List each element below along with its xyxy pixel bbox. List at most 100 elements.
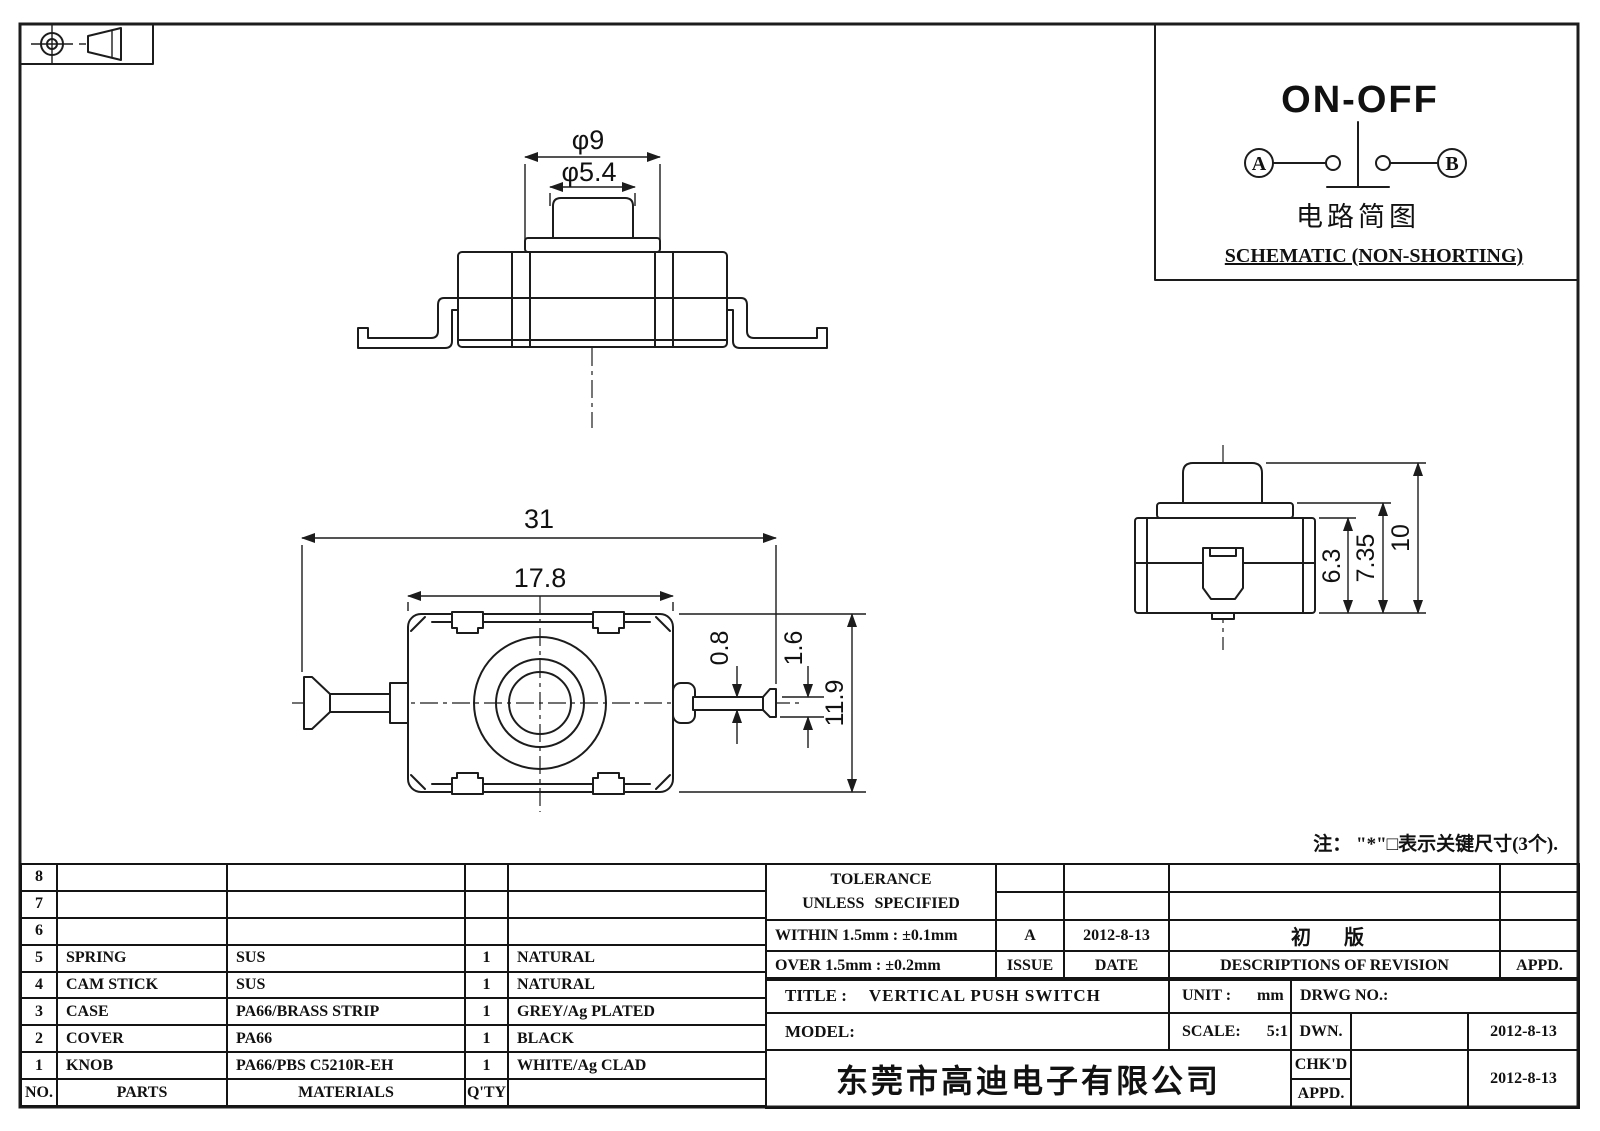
drwg-no-cell: DRWG NO.: bbox=[1289, 977, 1581, 1014]
collar-side bbox=[1156, 502, 1294, 519]
table-row: 1 KNOB PA66/PBS C5210R-EH 1 WHITE/Ag CLA… bbox=[20, 1051, 767, 1080]
parts-material-4: SUS bbox=[226, 970, 466, 1000]
notch-bottom-right bbox=[592, 772, 625, 795]
parts-material-6 bbox=[226, 916, 466, 946]
knob-side bbox=[1182, 462, 1263, 504]
parts-material-8 bbox=[226, 863, 466, 892]
dim-31: 31 bbox=[524, 504, 554, 534]
parts-material-7 bbox=[226, 889, 466, 919]
company-name: 东莞市高迪电子有限公司 bbox=[765, 1049, 1292, 1109]
collar-front bbox=[524, 237, 661, 253]
table-row: 2 COVER PA66 1 BLACK bbox=[20, 1024, 767, 1054]
contact-right-icon bbox=[1375, 155, 1391, 171]
parts-part-2: COVER bbox=[56, 1024, 228, 1054]
plan-view: 31 17.8 0.8 1.6 bbox=[292, 504, 866, 812]
notch-bottom-left bbox=[451, 772, 484, 795]
parts-qty-3: 1 bbox=[464, 997, 509, 1027]
parts-finish-2: BLACK bbox=[507, 1024, 767, 1054]
scale-cell: SCALE:5:1 bbox=[1168, 1012, 1292, 1051]
lead-left-shaft bbox=[329, 693, 391, 713]
parts-no-2: 2 bbox=[20, 1024, 58, 1054]
dim-phi5-4: φ5.4 bbox=[561, 157, 616, 187]
table-row: 5 SPRING SUS 1 NATURAL bbox=[20, 943, 767, 973]
dim-6-3: 6.3 bbox=[1318, 549, 1346, 584]
header-parts: PARTS bbox=[56, 1078, 228, 1107]
parts-finish-1: WHITE/Ag CLAD bbox=[507, 1051, 767, 1080]
parts-table: 8 7 6 5 SPRING SUS 1 NATURAL bbox=[20, 863, 767, 1107]
lead-left-paddle bbox=[303, 676, 331, 730]
tolerance-line1: TOLERANCE bbox=[830, 871, 932, 888]
schematic-title: ON-OFF bbox=[1281, 79, 1439, 121]
unit-cell: UNIT : mm bbox=[1168, 977, 1292, 1014]
revision-date-value: 2012-8-13 bbox=[1063, 919, 1170, 952]
parts-no-4: 4 bbox=[20, 970, 58, 1000]
parts-no-7: 7 bbox=[20, 889, 58, 919]
schematic-box: ON-OFF A B 电路简图 SCHEMATIC (NON-SHORTING) bbox=[1154, 23, 1579, 281]
dwn-date: 2012-8-13 bbox=[1466, 1012, 1581, 1051]
table-row: 7 bbox=[20, 889, 767, 919]
parts-qty-7 bbox=[464, 889, 509, 919]
table-row: 3 CASE PA66/BRASS STRIP 1 GREY/Ag PLATED bbox=[20, 997, 767, 1027]
terminal-a-label: A bbox=[1252, 153, 1267, 175]
unit-label: UNIT : bbox=[1182, 986, 1232, 1004]
parts-part-1: KNOB bbox=[56, 1051, 228, 1080]
unit-value: mm bbox=[1257, 986, 1284, 1004]
header-no: NO. bbox=[20, 1078, 58, 1107]
rev-empty bbox=[995, 863, 1065, 893]
tolerance-cell: TOLERANCE UNLESS SPECIFIED bbox=[765, 863, 997, 921]
chkd-signature bbox=[1350, 1049, 1469, 1109]
parts-finish-8 bbox=[507, 863, 767, 892]
parts-material-2: PA66 bbox=[226, 1024, 466, 1054]
parts-material-3: PA66/BRASS STRIP bbox=[226, 997, 466, 1027]
header-finish bbox=[507, 1078, 767, 1107]
title-label: TITLE : bbox=[785, 985, 847, 1005]
title-cell: TITLE : VERTICAL PUSH SWITCH bbox=[765, 977, 1170, 1014]
dim-17-8: 17.8 bbox=[514, 563, 567, 593]
parts-qty-8 bbox=[464, 863, 509, 892]
rev-empty bbox=[995, 891, 1065, 921]
lead-left-step bbox=[389, 682, 409, 724]
dwn-signature bbox=[1350, 1012, 1469, 1051]
parts-no-6: 6 bbox=[20, 916, 58, 946]
knob-front bbox=[552, 197, 634, 239]
parts-part-7 bbox=[56, 889, 228, 919]
issue-label: ISSUE bbox=[995, 950, 1065, 981]
rev-empty bbox=[1499, 891, 1580, 921]
parts-qty-5: 1 bbox=[464, 943, 509, 973]
scale-value: 5:1 bbox=[1266, 1022, 1289, 1040]
parts-part-8 bbox=[56, 863, 228, 892]
lead-right-stub bbox=[672, 682, 696, 724]
drawing-title: VERTICAL PUSH SWITCH bbox=[868, 985, 1101, 1005]
parts-material-5: SUS bbox=[226, 943, 466, 973]
parts-no-3: 3 bbox=[20, 997, 58, 1027]
dim-0-8: 0.8 bbox=[706, 631, 734, 666]
dim-10: 10 bbox=[1387, 524, 1415, 552]
chkd-date: 2012-8-13 bbox=[1466, 1049, 1581, 1109]
tolerance-line2: UNLESS SPECIFIED bbox=[802, 895, 960, 912]
rev-empty bbox=[1063, 891, 1170, 921]
schematic-caption-en: SCHEMATIC (NON-SHORTING) bbox=[1225, 245, 1523, 267]
header-qty: Q'TY bbox=[464, 1078, 509, 1107]
schematic-caption-cn: 电路简图 bbox=[1296, 202, 1420, 232]
parts-part-5: SPRING bbox=[56, 943, 228, 973]
parts-part-6 bbox=[56, 916, 228, 946]
center-tab-side bbox=[1202, 547, 1244, 600]
lead-right-paddle bbox=[762, 688, 777, 718]
parts-no-8: 8 bbox=[20, 863, 58, 892]
table-row: 6 bbox=[20, 916, 767, 946]
revision-description-value: 初 版 bbox=[1168, 919, 1501, 952]
header-materials: MATERIALS bbox=[226, 1078, 466, 1107]
parts-qty-2: 1 bbox=[464, 1024, 509, 1054]
lead-right-rod bbox=[692, 696, 764, 711]
contact-left-icon bbox=[1325, 155, 1341, 171]
side-view: 6.3 7.35 10 bbox=[1134, 445, 1426, 650]
front-view: φ9 φ5.4 bbox=[357, 125, 828, 428]
parts-no-1: 1 bbox=[20, 1051, 58, 1080]
key-dimension-note: 注： "*"□表示关键尺寸(3个). bbox=[1313, 832, 1558, 855]
title-block: TITLE : VERTICAL PUSH SWITCH UNIT : mm DRW… bbox=[765, 977, 1581, 1109]
rev-empty bbox=[1063, 863, 1170, 893]
table-row: 8 bbox=[20, 863, 767, 892]
parts-finish-7 bbox=[507, 889, 767, 919]
parts-finish-6 bbox=[507, 916, 767, 946]
model-cell: MODEL: bbox=[765, 1012, 1170, 1051]
